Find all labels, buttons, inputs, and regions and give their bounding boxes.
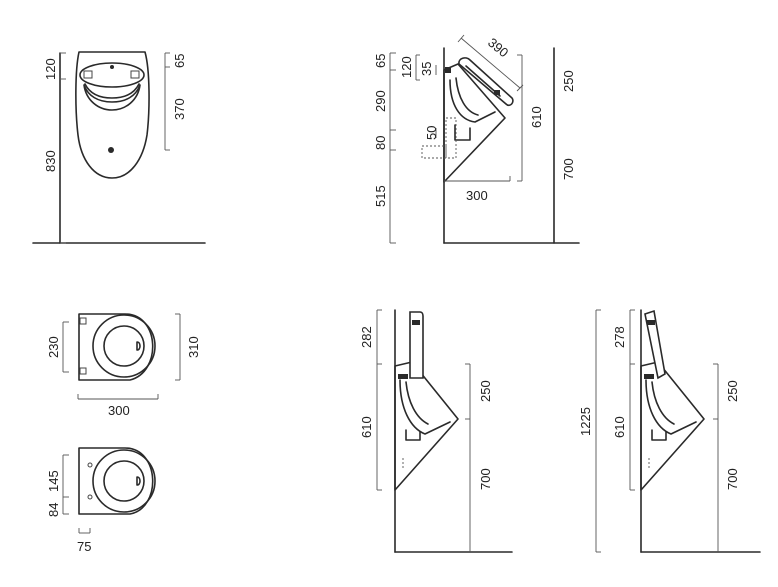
bowl-inner-line xyxy=(405,381,429,425)
dim-label: 610 xyxy=(612,416,627,438)
side-raised-view: 1225 278 610 250 700 xyxy=(578,309,761,553)
urinal-body-rear xyxy=(78,447,154,515)
fixing-hole xyxy=(87,494,93,500)
dim-label: 250 xyxy=(561,70,576,92)
dim-label: 278 xyxy=(612,326,627,348)
bowl-inner-side xyxy=(645,379,697,435)
inlet-connector xyxy=(644,374,654,379)
rear-view: 145 84 75 xyxy=(46,447,156,554)
dim-label: 300 xyxy=(466,188,488,203)
dim-label: 75 xyxy=(77,539,91,554)
dim-label: 700 xyxy=(478,468,493,490)
dim-label: 80 xyxy=(373,136,388,150)
bowl-inner-side xyxy=(449,79,496,123)
drain-icon xyxy=(108,147,114,153)
dim-label: 1225 xyxy=(578,407,593,436)
urinal-body-side xyxy=(443,63,506,183)
front-view: 120 65 370 830 xyxy=(32,51,206,244)
dim-label: 50 xyxy=(424,126,439,140)
dim-line xyxy=(457,34,465,43)
urinal-body-front xyxy=(75,51,150,179)
dim-label: 610 xyxy=(359,416,374,438)
dim-label: 250 xyxy=(725,380,740,402)
fixing-right xyxy=(130,70,140,79)
dim-label: 300 xyxy=(108,403,130,418)
dim-label: 515 xyxy=(373,185,388,207)
dim-label: 230 xyxy=(46,336,61,358)
dim-label: 390 xyxy=(485,35,511,60)
side-open-view: 282 610 250 700 xyxy=(359,309,513,553)
dim-label: 84 xyxy=(46,503,61,517)
inlet-dot xyxy=(110,65,114,69)
dim-label: 700 xyxy=(561,158,576,180)
lid-raised xyxy=(458,57,514,107)
dim-label: 830 xyxy=(43,150,58,172)
bowl-inner-rear xyxy=(103,460,145,502)
dim-label: 120 xyxy=(399,56,414,78)
fixing-top xyxy=(79,317,87,325)
lid-tilted xyxy=(644,309,666,380)
dim-label: 145 xyxy=(46,470,61,492)
bowl-outline-top xyxy=(92,314,156,378)
dim-label: 290 xyxy=(373,90,388,112)
dim-label: 310 xyxy=(186,336,201,358)
trap xyxy=(454,124,471,141)
dim-label: 35 xyxy=(419,62,434,76)
fixing-bottom xyxy=(79,367,87,375)
bowl-inner-line xyxy=(455,77,479,116)
trap xyxy=(651,429,667,441)
bowl-outline-rear xyxy=(92,449,156,513)
fixing-left xyxy=(83,70,93,79)
dim-label: 370 xyxy=(172,98,187,120)
urinal-body-side xyxy=(640,361,705,491)
dim-label: 700 xyxy=(725,468,740,490)
dim-label: 610 xyxy=(529,106,544,128)
inlet-connector xyxy=(445,67,451,73)
bowl-inner-top xyxy=(103,325,145,367)
drain-symbol xyxy=(136,341,141,351)
lid-upright xyxy=(409,311,424,379)
flush-plate xyxy=(79,62,145,88)
waste-connector-dashed xyxy=(421,145,447,159)
bowl-inner-rim xyxy=(84,83,140,99)
dim-label: 65 xyxy=(373,54,388,68)
lid-hinge xyxy=(647,320,655,325)
waste-pipe-dashed xyxy=(445,117,457,159)
bowl-opening xyxy=(83,84,141,111)
dim-label: 250 xyxy=(478,380,493,402)
dim-line xyxy=(460,37,521,89)
top-view: 230 310 300 xyxy=(46,313,201,418)
dim-label: 65 xyxy=(172,54,187,68)
lid-hinge xyxy=(494,90,500,95)
inlet-connector xyxy=(398,374,408,379)
dim-label: 120 xyxy=(43,58,58,80)
drain-symbol xyxy=(136,476,141,486)
fixing-hole xyxy=(87,462,93,468)
urinal-body-side xyxy=(394,361,459,491)
trap xyxy=(405,429,421,441)
dim-label: 282 xyxy=(359,326,374,348)
side-view: 65 120 35 290 50 80 515 390 300 610 250 … xyxy=(373,34,580,244)
bowl-inner-side xyxy=(399,379,451,435)
lid-hinge xyxy=(412,320,420,325)
bowl-inner-line xyxy=(651,381,675,425)
urinal-body-top xyxy=(78,313,154,381)
